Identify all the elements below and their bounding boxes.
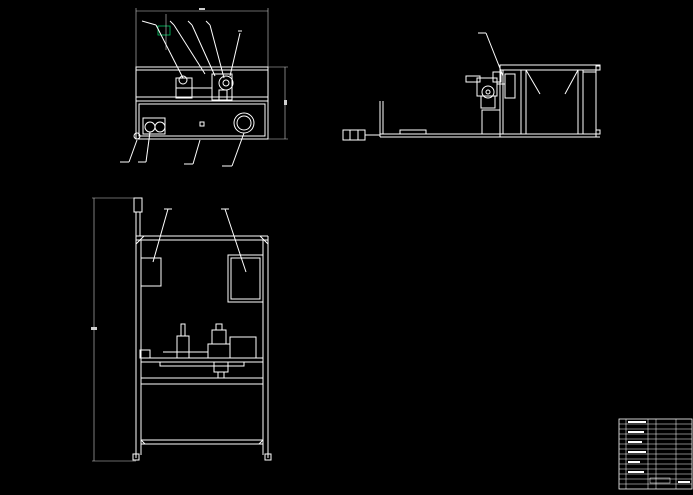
top-view[interactable] xyxy=(120,8,288,167)
front-view[interactable] xyxy=(91,197,272,462)
side-view[interactable] xyxy=(342,32,601,141)
title-block[interactable] xyxy=(618,418,693,490)
highlighted-part[interactable] xyxy=(157,25,171,36)
